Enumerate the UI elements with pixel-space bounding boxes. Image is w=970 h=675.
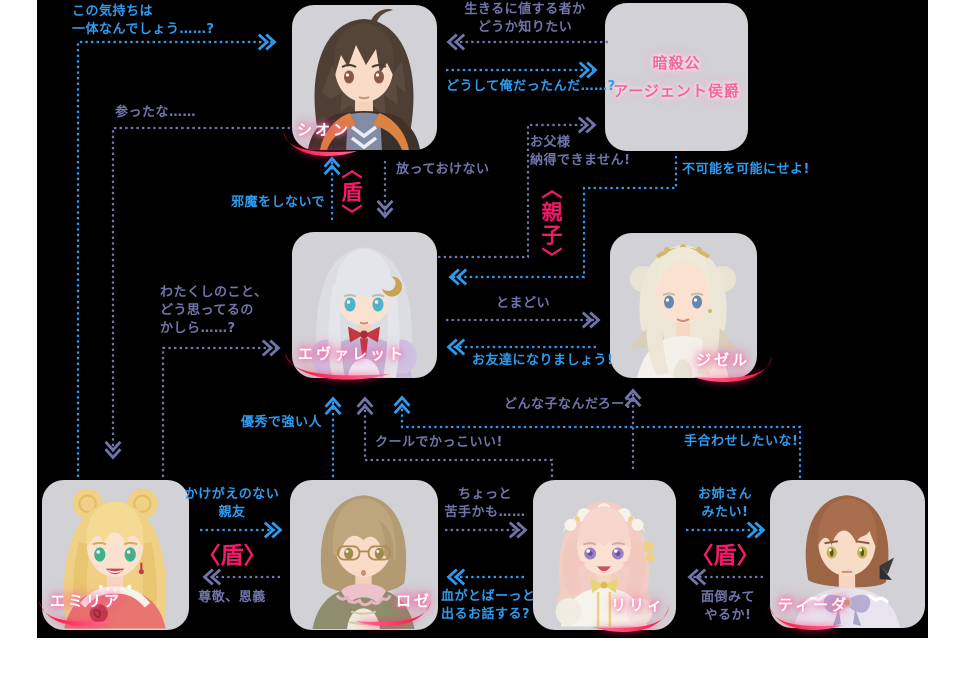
character-card-tida[interactable] — [770, 480, 925, 628]
relation-label-giselle-everett: お友達になりましょう! — [472, 353, 614, 368]
name-swoosh-emilia — [39, 600, 113, 627]
relation-label-lily-tida: お姉さん みたい! — [697, 487, 752, 521]
relation-label-sion-emilia: 参ったな…… — [115, 105, 197, 120]
relation-label-sion-argent: どうして俺だったんだ……? — [446, 79, 616, 94]
character-card-sion[interactable] — [292, 5, 437, 150]
name-swoosh-lily — [593, 606, 669, 633]
name-swoosh-everett — [285, 352, 390, 380]
name-swoosh-tida — [769, 604, 843, 631]
badge-oyako-everett-argent: 〈親子〉 — [539, 178, 563, 270]
character-card-argent[interactable]: 暗殺公アージェント侯爵 — [605, 3, 748, 151]
relation-label-lily-everett: クールでかっこいい! — [375, 435, 503, 450]
name-swoosh-sion — [283, 130, 357, 157]
name-swoosh-giselle — [693, 356, 772, 383]
name-label-emilia: エミリア — [50, 592, 123, 610]
character-card-lily[interactable] — [533, 480, 676, 630]
name-label-everett: エヴァレット — [298, 345, 407, 363]
relation-label-rose-lily: ちょっと 苦手かも…… — [444, 487, 526, 521]
relation-label-rose-emilia: 尊敬、恩義 — [198, 590, 266, 605]
name-label-rose: ロゼ — [395, 592, 432, 610]
relation-label-tida-everett: 手合わせしたいな! — [684, 434, 799, 449]
character-card-everett[interactable] — [292, 232, 437, 378]
relation-label-emilia-everett: わたくしのこと、 どう思ってるの かしら……? — [160, 285, 268, 337]
name-label-tida: ティーダ — [778, 596, 850, 614]
argent-title: 暗殺公アージェント侯爵 — [613, 53, 740, 101]
avatar-lily-illustration — [555, 501, 655, 627]
relation-label-everett-argent: お父様 納得できません! — [530, 135, 631, 169]
name-swoosh-rose — [355, 600, 431, 627]
badge-shield-sion-everett: 〈盾〉 — [339, 158, 363, 227]
character-card-emilia[interactable] — [42, 480, 189, 630]
avatar-emilia-illustration — [63, 488, 167, 629]
relation-label-sion-everett: 放っておけない — [396, 162, 490, 177]
avatar-rose-illustration — [312, 495, 415, 629]
relation-label-everett-giselle: とまどい — [495, 296, 550, 311]
relation-label-everett-sion: 邪魔をしないで — [231, 195, 326, 210]
badge-shield-lily-tida: 〈盾〉 — [690, 543, 760, 569]
relation-label-lily-giselle: どんな子なんだろー? — [504, 397, 633, 412]
relation-label-tida-lily: 面倒みて やるか! — [700, 590, 755, 624]
relation-label-rose-everett: 優秀で強い人 — [241, 415, 323, 430]
relation-label-lily-rose: 血がとばーっと 出るお話する? — [441, 589, 536, 623]
relation-label-emilia-sion: この気持ちは 一体なんでしょう……? — [72, 4, 215, 38]
name-label-sion: シオン — [297, 121, 352, 139]
relation-label-argent-everett: 不可能を可能にせよ! — [682, 162, 810, 177]
badge-shield-emilia-rose: 〈盾〉 — [197, 543, 267, 569]
relation-label-argent-sion: 生きるに値する者か どうか知りたい — [464, 2, 586, 36]
avatar-everett-illustration — [311, 247, 417, 378]
name-label-lily: リリィ — [610, 596, 665, 614]
avatar-sion-illustration — [308, 9, 420, 150]
relation-label-emilia-rose: かけがえのない 親友 — [184, 487, 280, 521]
avatar-tida-illustration — [793, 495, 901, 628]
character-card-rose[interactable] — [290, 480, 438, 630]
name-label-giselle: ジゼル — [695, 351, 750, 369]
